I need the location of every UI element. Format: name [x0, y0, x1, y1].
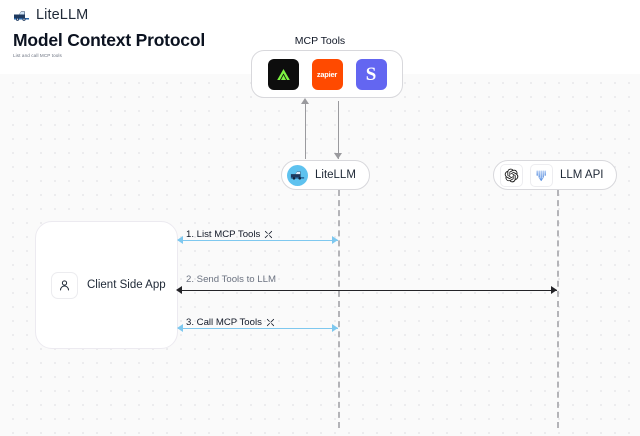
litellm-avatar-icon — [287, 164, 308, 186]
brand[interactable]: LiteLLM — [13, 7, 88, 23]
arrow-mcp-to-litellm — [338, 101, 339, 159]
top-bar: LiteLLM — [0, 0, 640, 30]
client-inner: Client Side App — [36, 271, 166, 299]
sentry-letter: S — [365, 63, 377, 85]
tools-icon — [264, 230, 273, 239]
message-3-arrowhead-left — [177, 324, 183, 332]
triangle-tool-icon[interactable] — [267, 58, 299, 90]
message-3-arrowhead-right — [332, 324, 338, 332]
message-2-text: 2. Send Tools to LLM — [186, 274, 276, 285]
message-1-arrowhead-left — [177, 236, 183, 244]
arrowhead-down-icon — [334, 153, 342, 159]
node-litellm[interactable]: LiteLLM — [281, 160, 370, 190]
node-client-label: Client Side App — [87, 279, 166, 291]
sentry-icon[interactable]: S — [355, 58, 387, 90]
message-3-text: 3. Call MCP Tools — [186, 317, 262, 328]
message-2-line — [178, 290, 557, 291]
node-litellm-label: LiteLLM — [315, 169, 356, 181]
person-icon — [51, 271, 78, 299]
node-client-side-app[interactable]: Client Side App — [35, 221, 178, 349]
message-2-arrowhead-left — [176, 286, 182, 294]
message-2-label: 2. Send Tools to LLM — [186, 274, 276, 285]
page-subtitle: List and call MCP tools — [13, 53, 62, 58]
arrowhead-up-icon — [301, 98, 309, 104]
message-3-line — [178, 328, 338, 329]
mcp-tools-title: MCP Tools — [294, 35, 346, 47]
tools-icon — [266, 318, 275, 327]
message-1-label: 1. List MCP Tools — [186, 229, 273, 240]
zapier-wordmark: zapier — [316, 69, 338, 79]
openai-icon — [500, 163, 523, 187]
gemini-icon — [530, 163, 553, 187]
message-1-text: 1. List MCP Tools — [186, 229, 261, 240]
lifeline-llm-api — [557, 190, 559, 428]
node-llm-api[interactable]: LLM API — [493, 160, 618, 190]
arrow-litellm-to-mcp — [305, 101, 306, 159]
lifeline-litellm — [338, 190, 340, 428]
brand-label: LiteLLM — [36, 7, 89, 23]
zapier-icon[interactable]: zapier — [311, 58, 343, 90]
page-header: Model Context Protocol List and call MCP… — [13, 30, 205, 58]
message-2-arrowhead-right — [551, 286, 557, 294]
node-llm-api-label: LLM API — [560, 169, 604, 181]
truck-icon — [13, 9, 30, 22]
message-1-arrowhead-right — [332, 236, 338, 244]
message-3-label: 3. Call MCP Tools — [186, 317, 275, 328]
mcp-tools-group: zapier S — [251, 50, 403, 98]
message-1-line — [178, 240, 338, 241]
page-title: Model Context Protocol — [13, 30, 205, 50]
